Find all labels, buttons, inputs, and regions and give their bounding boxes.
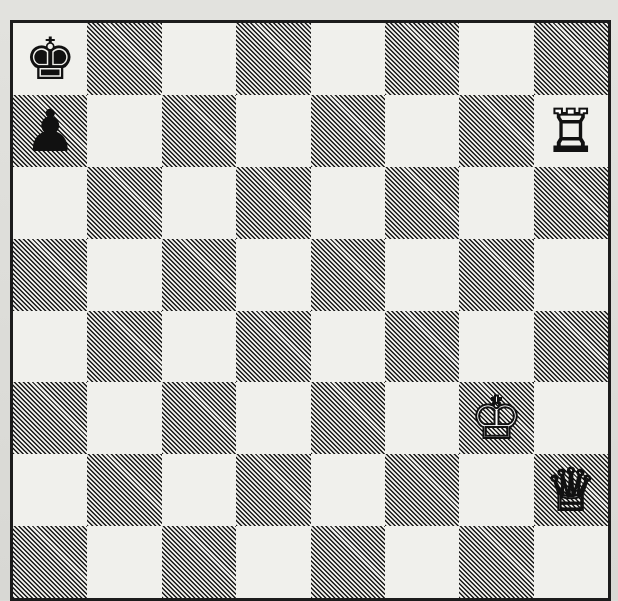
square-c8[interactable]: [162, 23, 236, 95]
chessboard-frame: ♚♟ ♖ ♔♕: [10, 20, 611, 601]
square-e8[interactable]: [311, 23, 385, 95]
square-a6[interactable]: [13, 167, 87, 239]
square-g4[interactable]: [459, 311, 533, 383]
square-a1[interactable]: [13, 526, 87, 598]
square-a8[interactable]: ♚: [13, 23, 87, 95]
square-c1[interactable]: [162, 526, 236, 598]
square-f3[interactable]: [385, 382, 459, 454]
black-pawn-icon[interactable]: ♟: [13, 95, 87, 167]
square-e1[interactable]: [311, 526, 385, 598]
square-h6[interactable]: [534, 167, 608, 239]
square-b2[interactable]: [87, 454, 161, 526]
square-a3[interactable]: [13, 382, 87, 454]
square-c3[interactable]: [162, 382, 236, 454]
square-f1[interactable]: [385, 526, 459, 598]
square-b1[interactable]: [87, 526, 161, 598]
square-c7[interactable]: [162, 95, 236, 167]
square-f7[interactable]: [385, 95, 459, 167]
square-d4[interactable]: [236, 311, 310, 383]
square-g5[interactable]: [459, 239, 533, 311]
square-g6[interactable]: [459, 167, 533, 239]
square-d1[interactable]: [236, 526, 310, 598]
square-b8[interactable]: [87, 23, 161, 95]
square-g7[interactable]: [459, 95, 533, 167]
square-d6[interactable]: [236, 167, 310, 239]
square-h4[interactable]: [534, 311, 608, 383]
square-c4[interactable]: [162, 311, 236, 383]
square-h2[interactable]: ♕: [534, 454, 608, 526]
square-d8[interactable]: [236, 23, 310, 95]
square-g1[interactable]: [459, 526, 533, 598]
square-e2[interactable]: [311, 454, 385, 526]
square-d2[interactable]: [236, 454, 310, 526]
square-h1[interactable]: [534, 526, 608, 598]
square-a5[interactable]: [13, 239, 87, 311]
square-e7[interactable]: [311, 95, 385, 167]
square-h3[interactable]: [534, 382, 608, 454]
square-f4[interactable]: [385, 311, 459, 383]
square-g8[interactable]: [459, 23, 533, 95]
square-h8[interactable]: [534, 23, 608, 95]
square-h5[interactable]: [534, 239, 608, 311]
square-e3[interactable]: [311, 382, 385, 454]
square-d5[interactable]: [236, 239, 310, 311]
square-c5[interactable]: [162, 239, 236, 311]
square-b6[interactable]: [87, 167, 161, 239]
square-d3[interactable]: [236, 382, 310, 454]
square-d7[interactable]: [236, 95, 310, 167]
square-c2[interactable]: [162, 454, 236, 526]
square-e4[interactable]: [311, 311, 385, 383]
black-king-icon[interactable]: ♚: [13, 23, 87, 95]
square-h7[interactable]: ♖: [534, 95, 608, 167]
square-b5[interactable]: [87, 239, 161, 311]
square-b4[interactable]: [87, 311, 161, 383]
white-queen-icon[interactable]: ♕: [534, 454, 608, 526]
square-g2[interactable]: [459, 454, 533, 526]
square-e5[interactable]: [311, 239, 385, 311]
chessboard[interactable]: ♚♟ ♖ ♔♕: [13, 23, 608, 598]
white-king-icon[interactable]: ♔: [459, 382, 533, 454]
square-a7[interactable]: ♟: [13, 95, 87, 167]
square-f5[interactable]: [385, 239, 459, 311]
square-g3[interactable]: ♔: [459, 382, 533, 454]
white-rook-icon[interactable]: ♖: [534, 95, 608, 167]
square-a2[interactable]: [13, 454, 87, 526]
square-f2[interactable]: [385, 454, 459, 526]
square-c6[interactable]: [162, 167, 236, 239]
square-a4[interactable]: [13, 311, 87, 383]
square-f8[interactable]: [385, 23, 459, 95]
square-b3[interactable]: [87, 382, 161, 454]
square-b7[interactable]: [87, 95, 161, 167]
square-e6[interactable]: [311, 167, 385, 239]
square-f6[interactable]: [385, 167, 459, 239]
